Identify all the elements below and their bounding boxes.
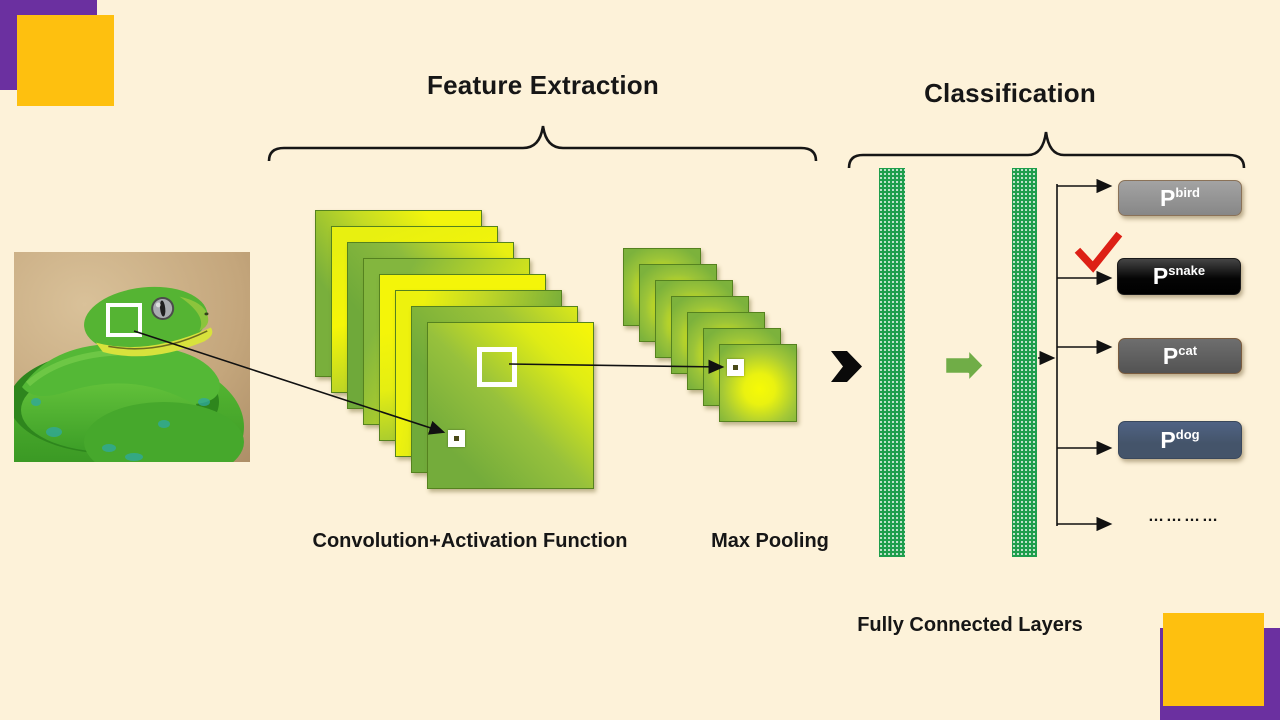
output-prefix: P	[1152, 263, 1169, 289]
patch-to-conv-arrow	[133, 330, 446, 435]
output-class-name: dog	[1175, 426, 1200, 442]
corner-yellow-square-bottom-right	[1163, 613, 1264, 706]
more-classes-ellipsis: …………	[1148, 508, 1220, 525]
convolution-activation-label: Convolution+Activation Function	[312, 530, 628, 552]
feature-extraction-brace	[267, 125, 818, 162]
conv-to-pool-arrow	[508, 359, 725, 375]
input-patch-box	[106, 303, 142, 337]
classification-title: Classification	[924, 78, 1096, 108]
pooled-feature-maps	[623, 248, 803, 428]
output-class-name: cat	[1178, 342, 1198, 358]
fc-arrow-icon	[943, 347, 986, 384]
output-class-name: bird	[1175, 184, 1200, 200]
max-pooling-label: Max Pooling	[711, 530, 829, 552]
output-prefix: P	[1160, 426, 1176, 453]
feature-extraction-title: Feature Extraction	[427, 70, 659, 100]
output-prefix: P	[1160, 184, 1176, 211]
conv-feature-maps	[315, 210, 605, 500]
output-class-name: snake	[1168, 263, 1206, 278]
input-snake-image	[14, 252, 250, 462]
conv-receptive-field-box	[477, 347, 517, 387]
corner-yellow-square-top-left	[17, 15, 114, 106]
output-prefix: P	[1162, 342, 1179, 369]
fc-layer-bar-1	[879, 168, 905, 557]
classification-brace	[847, 131, 1246, 169]
correct-class-check-icon	[1074, 231, 1123, 273]
pooled-map-layer	[719, 344, 797, 422]
pool-pixel-box	[727, 359, 744, 376]
conv-pixel-box	[448, 430, 465, 447]
fully-connected-label: Fully Connected Layers	[857, 614, 1083, 636]
fc-layer-bar-2	[1012, 168, 1037, 557]
flatten-chevron-icon	[831, 351, 862, 382]
